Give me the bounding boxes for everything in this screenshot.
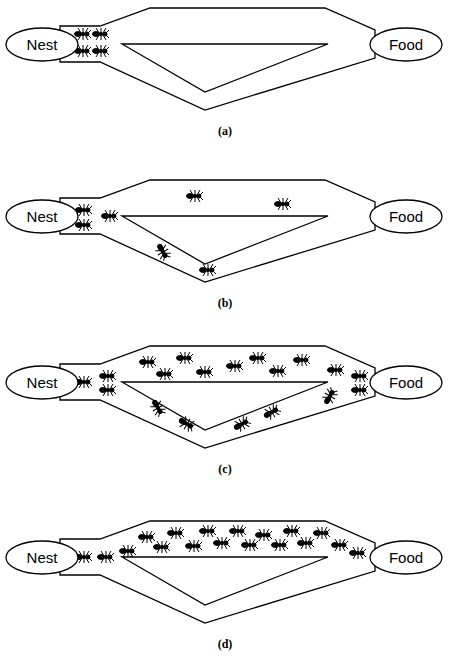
panel-caption: (b) bbox=[218, 296, 233, 311]
nest-ellipse: Nest bbox=[5, 365, 79, 400]
nest-ellipse: Nest bbox=[5, 540, 79, 575]
nest-ellipse: Nest bbox=[5, 27, 79, 62]
panel-a-bridge bbox=[60, 8, 375, 110]
node-label: Nest bbox=[27, 549, 58, 566]
food-ellipse: Food bbox=[369, 540, 443, 575]
node-label: Food bbox=[389, 36, 423, 53]
nest-ellipse: Nest bbox=[5, 199, 79, 234]
panel-caption: (d) bbox=[218, 637, 233, 652]
node-label: Food bbox=[389, 549, 423, 566]
panel-caption: (a) bbox=[218, 124, 232, 139]
food-ellipse: Food bbox=[369, 27, 443, 62]
panel-b-bridge bbox=[60, 180, 375, 282]
panel-caption: (c) bbox=[218, 462, 231, 477]
node-label: Food bbox=[389, 208, 423, 225]
food-ellipse: Food bbox=[369, 199, 443, 234]
node-label: Nest bbox=[27, 374, 58, 391]
food-ellipse: Food bbox=[369, 365, 443, 400]
node-label: Nest bbox=[27, 208, 58, 225]
panel-c-bridge bbox=[60, 346, 375, 448]
panel-d-bridge bbox=[60, 521, 375, 623]
node-label: Food bbox=[389, 374, 423, 391]
node-label: Nest bbox=[27, 36, 58, 53]
